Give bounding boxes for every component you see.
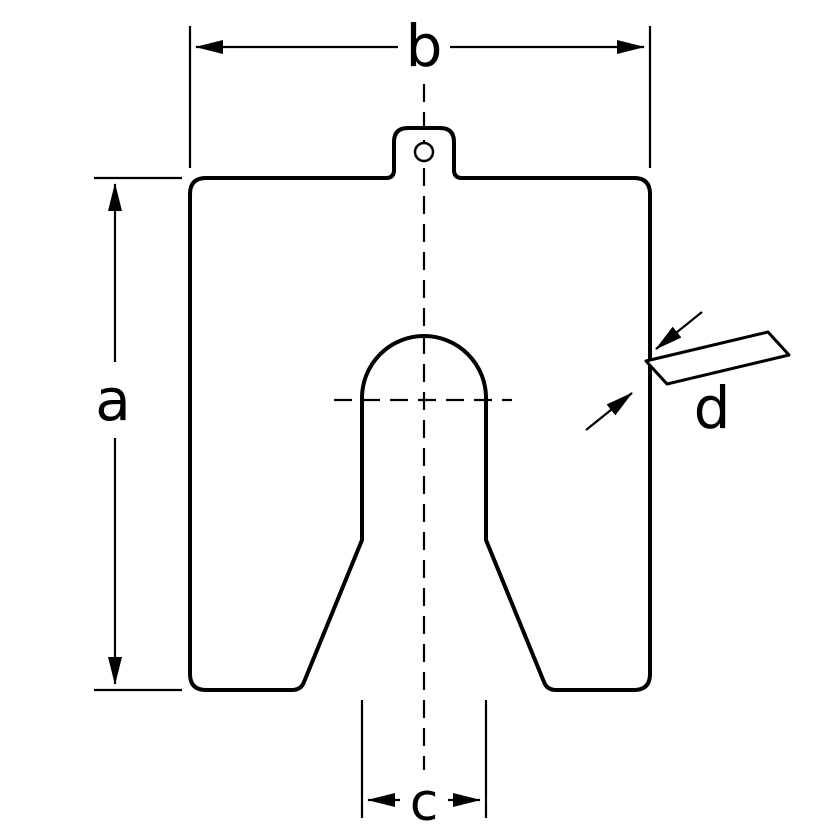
shim-plate-outline: [188, 126, 652, 692]
dim-label-d: d: [694, 374, 731, 442]
dim-label-c: c: [410, 773, 439, 833]
dim-label-b: b: [406, 12, 443, 80]
dim-d-arrow-bottom: [585, 392, 633, 431]
thickness-sheet-symbol: [644, 330, 791, 386]
dim-d-arrow-top: [655, 311, 703, 350]
dim-label-a: a: [95, 366, 131, 434]
tab-hole: [413, 141, 435, 163]
